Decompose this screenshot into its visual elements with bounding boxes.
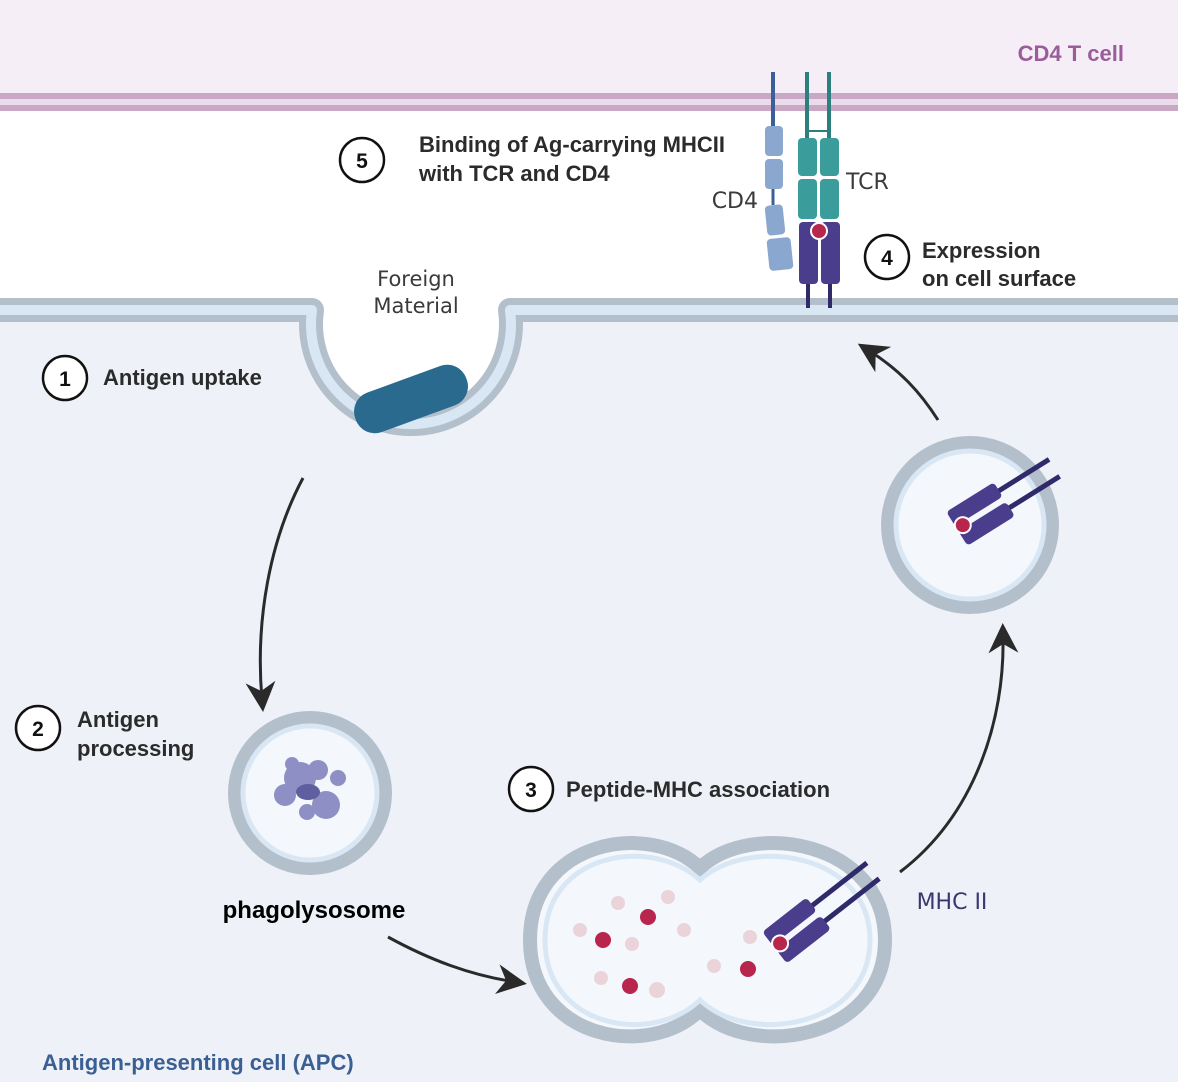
step-1: 1 Antigen uptake	[41, 354, 262, 402]
step-4-text-line1: Expression	[922, 238, 1041, 263]
tcr-receptor	[798, 72, 839, 219]
step-5-text-line2: with TCR and CD4	[418, 161, 610, 186]
step-2-text-line1: Antigen	[77, 707, 159, 732]
phagolysosome-label: phagolysosome	[223, 897, 406, 924]
step-4-number: 4	[881, 247, 893, 270]
mhc-ii-label: MHC II	[917, 890, 988, 915]
step-2-number: 2	[32, 718, 44, 741]
apc-label: Antigen-presenting cell (APC)	[42, 1050, 354, 1075]
peptide-loading-compartment: MHC II	[522, 836, 988, 1044]
mhc-ii-in-vesicle	[947, 457, 1061, 545]
degraded-antigen-blob	[274, 757, 346, 820]
step-4-text-line2: on cell surface	[922, 266, 1076, 291]
cd4-label: CD4	[712, 189, 758, 214]
tcr-mhc-cd4-complex: TCR CD4	[712, 72, 889, 308]
step-5-number: 5	[356, 150, 368, 173]
peptide-fragments	[595, 909, 756, 994]
arrow-association-to-vesicle	[899, 623, 1019, 874]
step-3-text: Peptide-MHC association	[566, 777, 830, 802]
step-5: 5 Binding of Ag-carrying MHCII with TCR …	[338, 132, 725, 186]
transport-vesicle	[881, 436, 1061, 614]
antigen-rod	[354, 364, 468, 434]
arrow-vesicle-to-surface	[857, 343, 940, 421]
step-3: 3 Peptide-MHC association	[507, 765, 830, 813]
t-cell-region: CD4 T cell	[0, 0, 1178, 111]
t-cell-label: CD4 T cell	[1018, 41, 1124, 66]
step-5-text-line1: Binding of Ag-carrying MHCII	[419, 132, 725, 157]
cd4-coreceptor	[764, 72, 794, 271]
apc-cell: Antigen-presenting cell (APC)	[0, 298, 1178, 1082]
step-2: 2 Antigen processing	[14, 704, 194, 761]
surface-mhc-ii	[799, 222, 840, 308]
foreign-material-label-line2: Material	[373, 294, 458, 318]
step-2-text-line2: processing	[77, 736, 194, 761]
foreign-material-label-line1: Foreign	[377, 267, 455, 291]
phagolysosome-vesicle: phagolysosome	[223, 711, 406, 924]
step-1-number: 1	[59, 368, 71, 391]
cleaved-protein-fragments	[573, 890, 757, 998]
arrow-processing-to-association	[387, 935, 527, 995]
mhc-ii-in-compartment	[763, 860, 881, 962]
step-4: 4 Expression on cell surface	[863, 233, 1076, 291]
step-3-number: 3	[525, 779, 537, 802]
step-1-text: Antigen uptake	[103, 365, 262, 390]
process-arrows	[245, 343, 1019, 995]
tcr-label: TCR	[845, 170, 889, 195]
arrow-uptake-to-processing	[245, 477, 305, 712]
